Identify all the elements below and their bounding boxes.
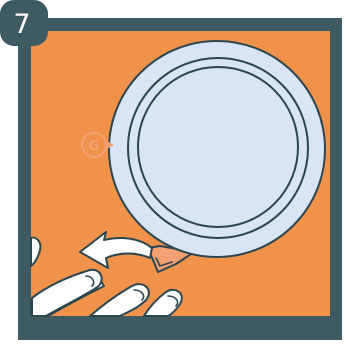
step-number: 7 [13,9,30,40]
cap-outer-disc [109,41,325,257]
g-marker-letter: G [89,139,100,154]
step-number-badge: 7 [0,0,48,46]
